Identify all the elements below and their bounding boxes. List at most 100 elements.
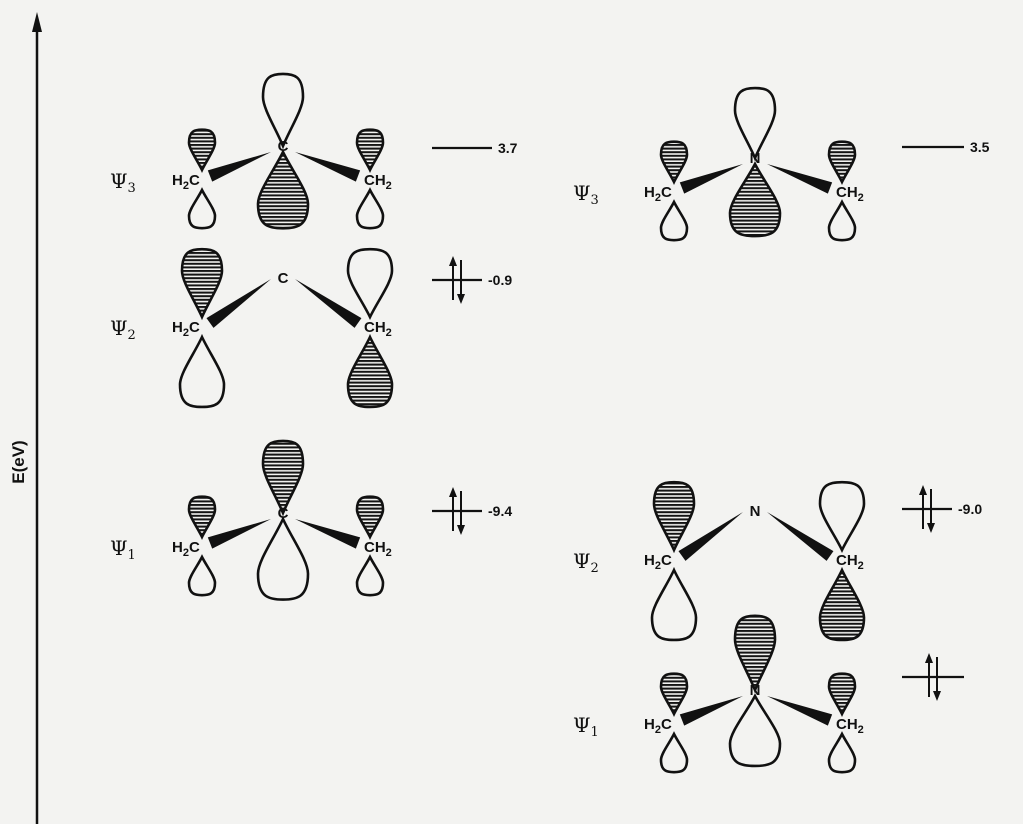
- orbital-allyl-cation-psi1-center-upper-lobe: [261, 439, 305, 517]
- orbital-allyl-cation-psi2-left-group-tail: C: [189, 319, 200, 336]
- orbital-aza-allyl-psi3-center-atom: N: [750, 150, 761, 167]
- orbital-aza-allyl-psi3-left-group-tail: C: [661, 184, 672, 201]
- orbital-allyl-cation-psi2-right-bond: [295, 279, 362, 328]
- orbital-allyl-cation-psi2-left-upper-lobe: [180, 247, 224, 321]
- orbital-allyl-cation-psi3-right-lower-lobe: [355, 187, 385, 230]
- orbital-aza-allyl-psi1-psi-label: Ψ1: [573, 713, 599, 740]
- orbital-allyl-cation-psi3-center-atom: C: [278, 138, 289, 155]
- orbital-allyl-cation-psi2-right-upper-lobe: [346, 247, 394, 320]
- orbital-allyl-cation-psi3-energy-value: 3.7: [498, 140, 518, 156]
- orbital-aza-allyl-psi1-left-group-main: H: [644, 716, 655, 733]
- orbital-aza-allyl-psi2-energy-value: -9.0: [958, 501, 982, 517]
- orbital-aza-allyl-psi3-psi-label: Ψ3: [573, 181, 599, 208]
- orbital-aza-allyl-psi1-left-group-sub: 2: [655, 724, 661, 736]
- orbital-aza-allyl-psi1-electron-up-head: [925, 653, 933, 663]
- orbital-aza-allyl-psi3-right-group-sub: 2: [858, 192, 864, 204]
- orbital-aza-allyl-psi2-right-bond: [767, 512, 834, 561]
- orbital-allyl-cation-psi2-right-lower-lobe: [346, 333, 394, 409]
- orbital-allyl-cation-psi3-psi-label-index: 3: [128, 181, 136, 196]
- orbital-allyl-cation-psi2-right-group-main: CH: [364, 319, 386, 336]
- orbital-aza-allyl-psi2-right-group-main: CH: [836, 552, 858, 569]
- orbital-allyl-cation-psi1-electron-up-head: [449, 487, 457, 497]
- orbital-aza-allyl-psi1-center-atom: N: [750, 682, 761, 699]
- orbital-allyl-cation-psi3-psi-label-symbol: Ψ: [110, 169, 128, 193]
- orbital-aza-allyl-psi2-left-upper-lobe: [652, 480, 696, 554]
- orbital-aza-allyl-psi3-left-bond: [679, 164, 743, 194]
- orbital-allyl-cation-psi2-left-group-label: H2C: [172, 319, 200, 339]
- orbital-aza-allyl-psi1-left-group-label: H2C: [644, 716, 672, 736]
- orbital-aza-allyl-psi3-right-bond: [767, 164, 833, 194]
- orbital-aza-allyl-psi3-psi-label-index: 3: [591, 193, 599, 208]
- orbital-aza-allyl-psi2-left-group-label: H2C: [644, 552, 672, 572]
- orbital-allyl-cation-psi1-left-bond: [207, 519, 271, 549]
- orbital-allyl-cation-psi3-left-group-sub: 2: [183, 180, 189, 192]
- orbital-allyl-cation-psi1-center-lower-lobe: [256, 515, 310, 601]
- orbital-allyl-cation-psi3-right-upper-lobe: [355, 128, 385, 174]
- orbital-allyl-cation-psi2-left-lower-lobe: [178, 333, 226, 409]
- orbital-allyl-cation-psi1-left-lower-lobe: [187, 554, 217, 597]
- orbital-aza-allyl-psi1-center-upper-lobe: [733, 614, 777, 694]
- orbital-aza-allyl-psi2-right-group-sub: 2: [858, 560, 864, 572]
- orbital-aza-allyl-psi2-left-group-sub: 2: [655, 560, 661, 572]
- orbital-allyl-cation-psi1-right-upper-lobe: [355, 495, 385, 541]
- orbital-allyl-cation-psi3-center-upper-lobe: [261, 72, 305, 150]
- orbital-aza-allyl-psi1-right-lower-lobe: [827, 731, 857, 774]
- orbital-aza-allyl-psi1-right-group-sub: 2: [858, 724, 864, 736]
- orbital-allyl-cation-psi2-electron-down-head: [457, 294, 465, 304]
- orbital-allyl-cation-psi1-left-upper-lobe: [187, 495, 217, 541]
- orbital-aza-allyl-psi1-electron-down-head: [933, 691, 941, 701]
- energy-axis: E(eV): [9, 12, 42, 824]
- orbital-allyl-cation-psi3-right-group-label: CH2: [364, 172, 392, 192]
- orbital-allyl-cation-psi2-energy-value: -0.9: [488, 272, 512, 288]
- orbital-allyl-cation-psi1-right-bond: [295, 519, 361, 549]
- orbital-aza-allyl-psi3-left-group-label: H2C: [644, 184, 672, 204]
- orbital-allyl-cation-psi1-left-group-tail: C: [189, 539, 200, 556]
- orbital-aza-allyl-psi1-right-bond: [767, 696, 833, 726]
- orbital-allyl-cation-psi1-left-group-main: H: [172, 539, 183, 556]
- orbital-allyl-cation-psi3-left-group-label: H2C: [172, 172, 200, 192]
- orbital-allyl-cation-psi2-right-group-sub: 2: [386, 327, 392, 339]
- orbital-allyl-cation-psi1-energy-value: -9.4: [488, 503, 512, 519]
- orbital-allyl-cation-psi3: Ψ3 C H2C CH2 3.7: [110, 72, 518, 230]
- orbital-aza-allyl-psi3-center-lower-lobe: [728, 161, 782, 238]
- orbital-allyl-cation-psi2-psi-label-symbol: Ψ: [110, 316, 128, 340]
- orbital-allyl-cation-psi1-center-atom: C: [278, 505, 289, 522]
- orbital-aza-allyl-psi1-right-group-label: CH2: [836, 716, 864, 736]
- orbital-aza-allyl-psi1-left-lower-lobe: [659, 731, 689, 774]
- orbital-allyl-cation-psi2-left-bond: [206, 279, 271, 328]
- orbital-allyl-cation-psi1-psi-label: Ψ1: [110, 536, 136, 563]
- orbital-allyl-cation-psi3-center-lower-lobe: [256, 149, 310, 230]
- orbital-allyl-cation-psi2-left-group-main: H: [172, 319, 183, 336]
- orbital-aza-allyl-psi2-right-upper-lobe: [818, 480, 866, 553]
- orbital-aza-allyl-psi1-right-upper-lobe: [827, 672, 857, 718]
- orbital-aza-allyl-psi2-psi-label-index: 2: [591, 561, 599, 576]
- orbital-aza-allyl-psi3-left-lower-lobe: [659, 199, 689, 242]
- orbital-allyl-cation-psi1-right-group-label: CH2: [364, 539, 392, 559]
- orbital-allyl-cation-psi1-psi-label-index: 1: [128, 548, 136, 563]
- orbital-aza-allyl-psi1-left-bond: [679, 696, 743, 726]
- orbital-allyl-cation-psi2-left-group-sub: 2: [183, 327, 189, 339]
- orbital-aza-allyl-psi2-psi-label: Ψ2: [573, 549, 599, 576]
- orbital-aza-allyl-psi3-left-upper-lobe: [659, 140, 689, 186]
- orbital-allyl-cation-psi1-psi-label-symbol: Ψ: [110, 536, 128, 560]
- orbital-allyl-cation-psi3-psi-label: Ψ3: [110, 169, 136, 196]
- orbital-allyl-cation-psi1-right-group-main: CH: [364, 539, 386, 556]
- orbital-aza-allyl-psi3-left-group-sub: 2: [655, 192, 661, 204]
- orbital-aza-allyl-psi1-right-group-main: CH: [836, 716, 858, 733]
- orbital-allyl-cation-psi1-left-group-sub: 2: [183, 547, 189, 559]
- energy-axis-arrowhead: [32, 12, 42, 32]
- orbital-aza-allyl-psi1-psi-label-symbol: Ψ: [573, 713, 591, 737]
- orbital-aza-allyl-psi3-right-lower-lobe: [827, 199, 857, 242]
- orbital-aza-allyl-psi2-left-lower-lobe: [650, 566, 698, 642]
- energy-axis-label: E(eV): [9, 440, 28, 483]
- orbital-allyl-cation-psi2-electron-up-head: [449, 256, 457, 266]
- orbital-aza-allyl-psi3-right-group-main: CH: [836, 184, 858, 201]
- orbital-aza-allyl-psi2-left-bond: [678, 512, 743, 561]
- orbital-allyl-cation-psi2-psi-label: Ψ2: [110, 316, 136, 343]
- orbital-aza-allyl-psi2-electron-down-head: [927, 523, 935, 533]
